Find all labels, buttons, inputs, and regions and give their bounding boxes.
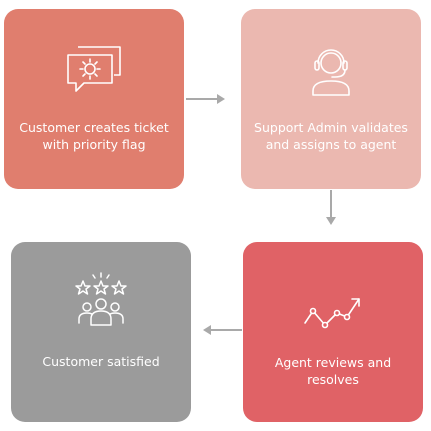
headset-agent-icon xyxy=(301,43,361,97)
step-card-customer-satisfied: Customer satisfied xyxy=(11,242,191,422)
trend-line-icon xyxy=(303,286,363,340)
step-label: Customer creates ticket with priority fl… xyxy=(19,120,169,152)
arrow-down-icon xyxy=(326,190,336,225)
step-card-create-ticket: Customer creates ticket with priority fl… xyxy=(4,9,184,189)
chat-gear-icon xyxy=(64,43,124,97)
arrow-left-icon xyxy=(203,325,242,335)
step-label: Customer satisfied xyxy=(42,354,160,369)
stars-group-icon xyxy=(71,272,131,326)
arrow-right-icon xyxy=(186,94,225,104)
step-card-validate-assign: Support Admin validates and assigns to a… xyxy=(241,9,421,189)
step-label: Agent reviews and resolves xyxy=(274,355,392,387)
step-label: Support Admin validates and assigns to a… xyxy=(254,120,408,152)
step-card-review-resolve: Agent reviews and resolves xyxy=(243,242,423,422)
